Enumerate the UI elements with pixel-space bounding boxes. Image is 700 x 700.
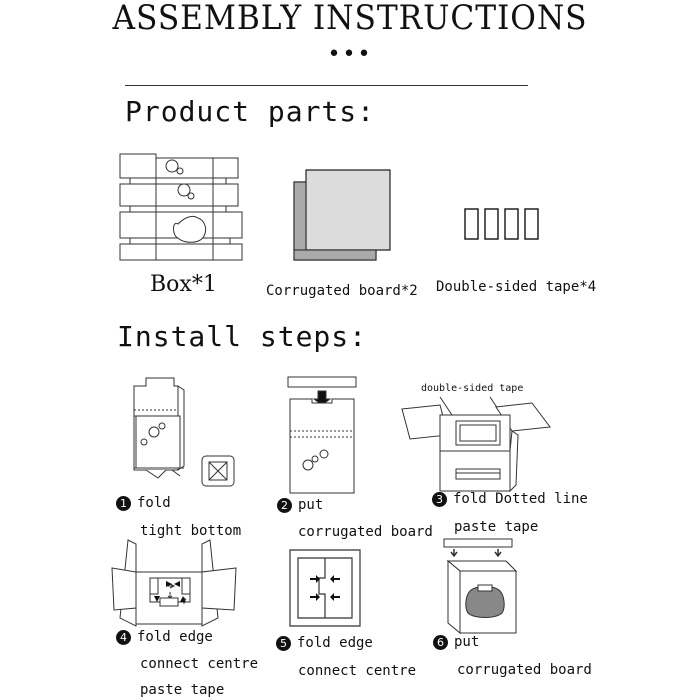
page-title: ASSEMBLY INSTRUCTIONS	[112, 0, 588, 38]
step5-detail: connect centre	[298, 663, 417, 679]
corrugated-board-illustration	[292, 168, 392, 263]
step5-number-badge: 5	[276, 635, 291, 651]
step2-illustration	[284, 375, 364, 495]
step2-detail: corrugated board	[298, 524, 433, 540]
step2-number-badge: 2	[277, 497, 292, 513]
step1-illustration	[132, 376, 240, 488]
box-label: Box*1	[150, 272, 217, 297]
step4-detail-2: paste tape	[140, 682, 225, 698]
step4-detail: connect centre	[140, 656, 259, 672]
parts-heading: Product parts:	[125, 95, 376, 128]
steps-heading: Install steps:	[117, 320, 368, 353]
step4-number-badge: 4	[116, 629, 131, 645]
step3-detail: paste tape	[454, 519, 539, 535]
step6-number-badge: 6	[433, 634, 448, 650]
tape-callout-label: double-sided tape	[421, 383, 524, 394]
step1-number-badge: 1	[116, 495, 131, 511]
step5-illustration	[288, 548, 364, 628]
step1-detail: tight bottom	[140, 523, 242, 539]
step4-illustration	[110, 538, 238, 638]
title-dots: •••	[327, 42, 373, 67]
title-divider	[125, 85, 528, 86]
step6-illustration	[440, 537, 520, 637]
tape-pieces-illustration	[464, 207, 544, 241]
box-flat-illustration	[118, 152, 248, 264]
tape-label: Double-sided tape*4	[436, 279, 597, 295]
step6-detail: corrugated board	[457, 662, 592, 678]
step3-illustration	[400, 395, 552, 495]
step3-number-badge: 3	[432, 491, 447, 507]
corrugated-board-label: Corrugated board*2	[266, 283, 418, 299]
